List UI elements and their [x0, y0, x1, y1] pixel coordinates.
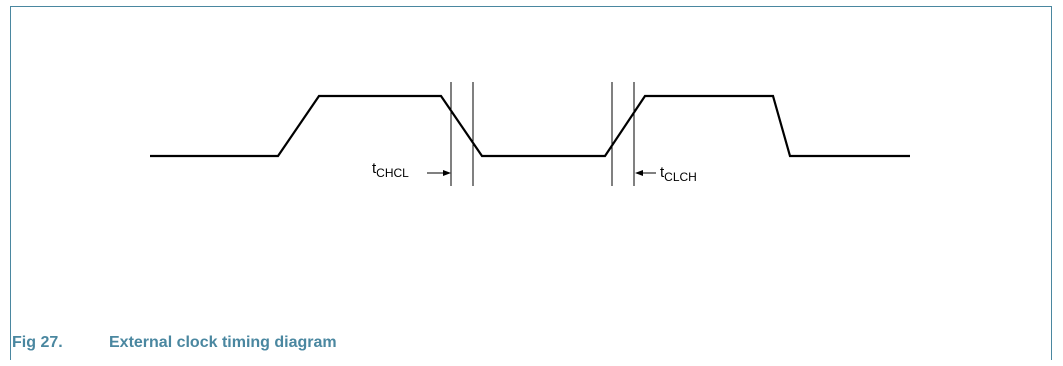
tclch-label: tCLCH [660, 164, 697, 184]
tclch-arrow-head [635, 170, 643, 176]
figure-frame [10, 6, 1052, 360]
tchcl-label: tCHCL [372, 160, 409, 180]
figure-title: External clock timing diagram [109, 334, 337, 351]
figure-number: Fig 27. [12, 334, 63, 351]
clock-waveform [150, 94, 910, 158]
figure-caption: Fig 27. External clock timing diagram [12, 334, 337, 352]
tchcl-arrow-head [443, 170, 451, 176]
